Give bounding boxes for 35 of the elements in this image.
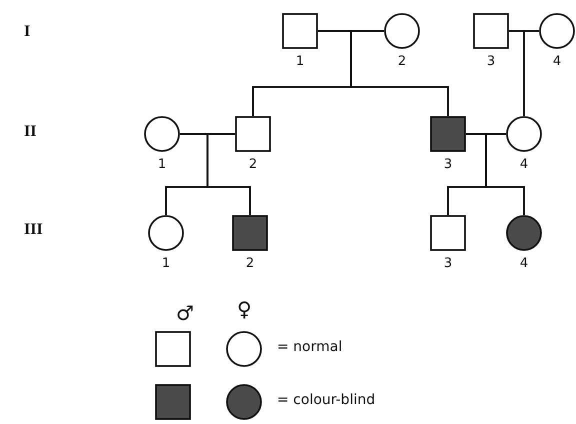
individual-number: 4: [518, 157, 530, 172]
female-symbol: [144, 116, 180, 152]
individual-number: 1: [160, 256, 172, 271]
male-symbol: [430, 215, 466, 251]
female-symbol: [148, 215, 184, 251]
individual-number: 1: [294, 54, 306, 69]
individual-number: 3: [442, 256, 454, 271]
individual-number: 2: [248, 157, 258, 172]
sex-symbol: ♀: [237, 302, 252, 317]
male-symbol: [282, 13, 318, 49]
generation-label: III: [24, 222, 43, 237]
female-symbol: [539, 13, 575, 49]
individual-number: 2: [396, 54, 408, 69]
individual-number: 3: [486, 54, 496, 69]
generation-label: II: [24, 124, 36, 139]
individual-number: 4: [552, 54, 562, 69]
female-symbol: [506, 116, 542, 152]
individual-number: 3: [442, 157, 454, 172]
individual-number: 1: [156, 157, 168, 172]
legend-text: = normal: [277, 340, 342, 355]
male-symbol: [473, 13, 509, 49]
pedigree-line: [350, 30, 449, 116]
male-symbol: [232, 215, 268, 251]
generation-label: I: [24, 24, 30, 39]
male-symbol: [235, 116, 271, 152]
sex-symbol: ♂: [176, 306, 194, 321]
legend-text: = colour-blind: [277, 393, 376, 408]
individual-number: 4: [518, 256, 530, 271]
pedigree-line: [523, 30, 539, 116]
pedigree-line: [206, 133, 251, 215]
female-symbol: [384, 13, 420, 49]
male-symbol: [430, 116, 466, 152]
female-symbol: [506, 215, 542, 251]
individual-number: 2: [244, 256, 256, 271]
pedigree-line: [485, 133, 525, 215]
